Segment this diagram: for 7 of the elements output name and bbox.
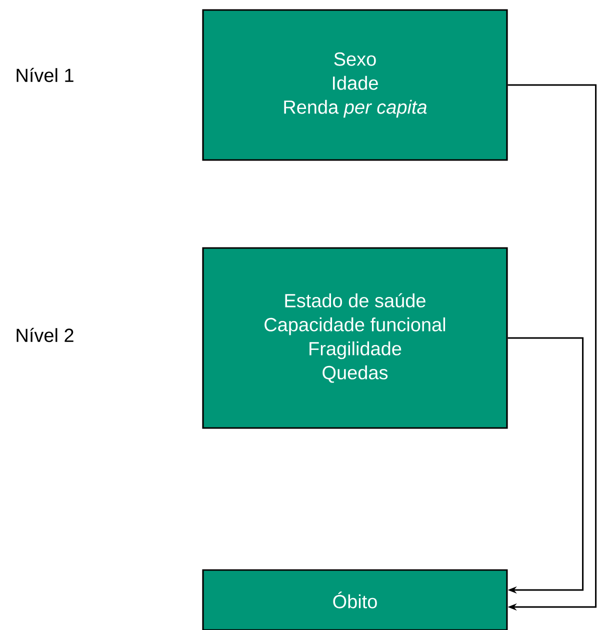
arrow [508,337,584,594]
process-box: Sexo Idade Renda per capita [202,9,508,161]
process-box: Óbito [202,569,508,630]
arrow [508,84,597,611]
level-label: Nível 2 [16,328,74,342]
level-label: Nível 1 [16,68,74,82]
process-box: Estado de saúde Capacidade funcional Fragilidade Quedas [202,247,508,429]
